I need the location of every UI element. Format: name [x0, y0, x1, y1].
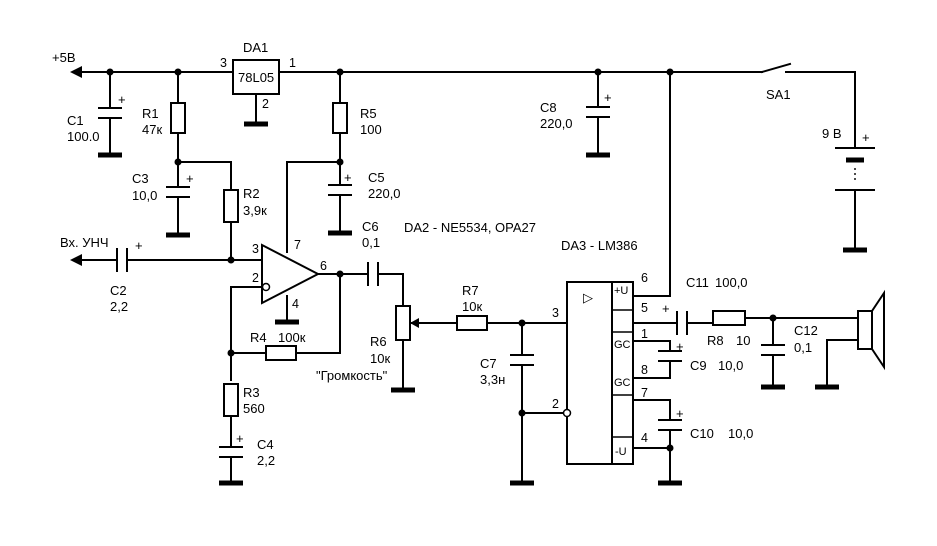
r1-value: 47к: [142, 122, 162, 137]
c7-name: C7: [480, 356, 497, 371]
c7-value: 3,3н: [480, 372, 505, 387]
c11-plus: +: [662, 301, 670, 316]
supply-label: +5В: [52, 50, 76, 65]
da1-pin-out: 1: [289, 56, 296, 70]
input-label: Вх. УНЧ: [60, 235, 109, 250]
da3-pin6: 6: [641, 271, 648, 285]
switch-label: SA1: [766, 87, 791, 102]
wires: [79, 71, 859, 484]
da1-type: 78L05: [238, 70, 274, 85]
battery-plus: +: [862, 130, 870, 145]
r7-value: 10к: [462, 299, 482, 314]
c11-value: 100,0: [715, 275, 748, 290]
r6-name: R6: [370, 334, 387, 349]
c3-value: 10,0: [132, 188, 157, 203]
junction-dots: [106, 68, 777, 452]
da2-pin4: 4: [292, 297, 299, 311]
da3-gc2: GC: [614, 377, 631, 389]
c9-value: 10,0: [718, 358, 743, 373]
battery: [835, 147, 875, 191]
c6-name: C6: [362, 219, 379, 234]
c10-value: 10,0: [728, 426, 753, 441]
c4-plus: +: [236, 431, 244, 446]
da3-pin5: 5: [641, 301, 648, 315]
r5-value: 100: [360, 122, 382, 137]
r3-name: R3: [243, 385, 260, 400]
c12-name: C12: [794, 323, 818, 338]
da3-pin4: 4: [641, 431, 648, 445]
input-arrow-icon: [70, 254, 82, 266]
da3-u-minus: -U: [615, 446, 627, 458]
c1-plus: +: [118, 92, 126, 107]
da2-pin2: 2: [252, 271, 259, 285]
r1-name: R1: [142, 106, 159, 121]
da1-pin-gnd: 2: [262, 97, 269, 111]
c5-name: C5: [368, 170, 385, 185]
resistor-bodies: [170, 102, 746, 417]
da3-pin7: 7: [641, 386, 648, 400]
c8-plus: +: [604, 90, 612, 105]
r7-name: R7: [462, 283, 479, 298]
da2-opamp: [245, 243, 321, 305]
r4-name: R4: [250, 330, 267, 345]
c3-name: C3: [132, 171, 149, 186]
capacitor-plates: [98, 106, 785, 458]
da1-regulator-body: [232, 59, 280, 95]
c1-value: 100.0: [67, 129, 100, 144]
c10-name: C10: [690, 426, 714, 441]
da2-pin3: 3: [252, 242, 259, 256]
c2-plus: +: [135, 238, 143, 253]
da3-pin1: 1: [641, 327, 648, 341]
da3-pin3: 3: [552, 306, 559, 320]
c11-name: C11: [686, 275, 709, 290]
c6-value: 0,1: [362, 235, 380, 250]
da2-pin7: 7: [294, 238, 301, 252]
c10-plus: +: [676, 406, 684, 421]
r6-value: 10к: [370, 351, 390, 366]
c8-name: C8: [540, 100, 557, 115]
r8-name: R8: [707, 333, 724, 348]
da3-lm386: [562, 281, 634, 465]
c9-plus: +: [676, 339, 684, 354]
c2-name: C2: [110, 283, 127, 298]
r3-value: 560: [243, 401, 265, 416]
da1-name: DA1: [243, 40, 268, 55]
c1-name: C1: [67, 113, 84, 128]
da3-gc1: GC: [614, 339, 631, 351]
c3-plus: +: [186, 171, 194, 186]
da3-amp-icon: ▷: [583, 290, 593, 305]
da1-pin-in: 3: [220, 56, 227, 70]
da2-note: DA2 - NE5534, OPA27: [404, 220, 536, 235]
supply-arrow-icon: [70, 66, 82, 78]
speaker: [857, 289, 885, 371]
r6-caption: "Громкость": [316, 368, 388, 383]
da3-pin8: 8: [641, 363, 648, 377]
c5-value: 220,0: [368, 186, 401, 201]
c4-value: 2,2: [257, 453, 275, 468]
da3-u-plus: +U: [614, 285, 628, 297]
c9-name: C9: [690, 358, 707, 373]
labels: +5В DA1 78L05 3 1 2 C1 100.0 + R1 47к C3…: [52, 40, 870, 468]
c2-value: 2,2: [110, 299, 128, 314]
r8-value: 10: [736, 333, 750, 348]
r2-name: R2: [243, 186, 260, 201]
switch-sa1: [760, 62, 792, 74]
battery-label: 9 В: [822, 126, 842, 141]
da2-pin6: 6: [320, 259, 327, 273]
c4-name: C4: [257, 437, 274, 452]
da3-title: DA3 - LM386: [561, 238, 638, 253]
r5-name: R5: [360, 106, 377, 121]
da3-pin2: 2: [552, 397, 559, 411]
r4-value: 100к: [278, 330, 306, 345]
c12-value: 0,1: [794, 340, 812, 355]
ground-symbols: [98, 121, 867, 486]
r2-value: 3,9к: [243, 203, 267, 218]
c5-plus: +: [344, 170, 352, 185]
c8-value: 220,0: [540, 116, 573, 131]
